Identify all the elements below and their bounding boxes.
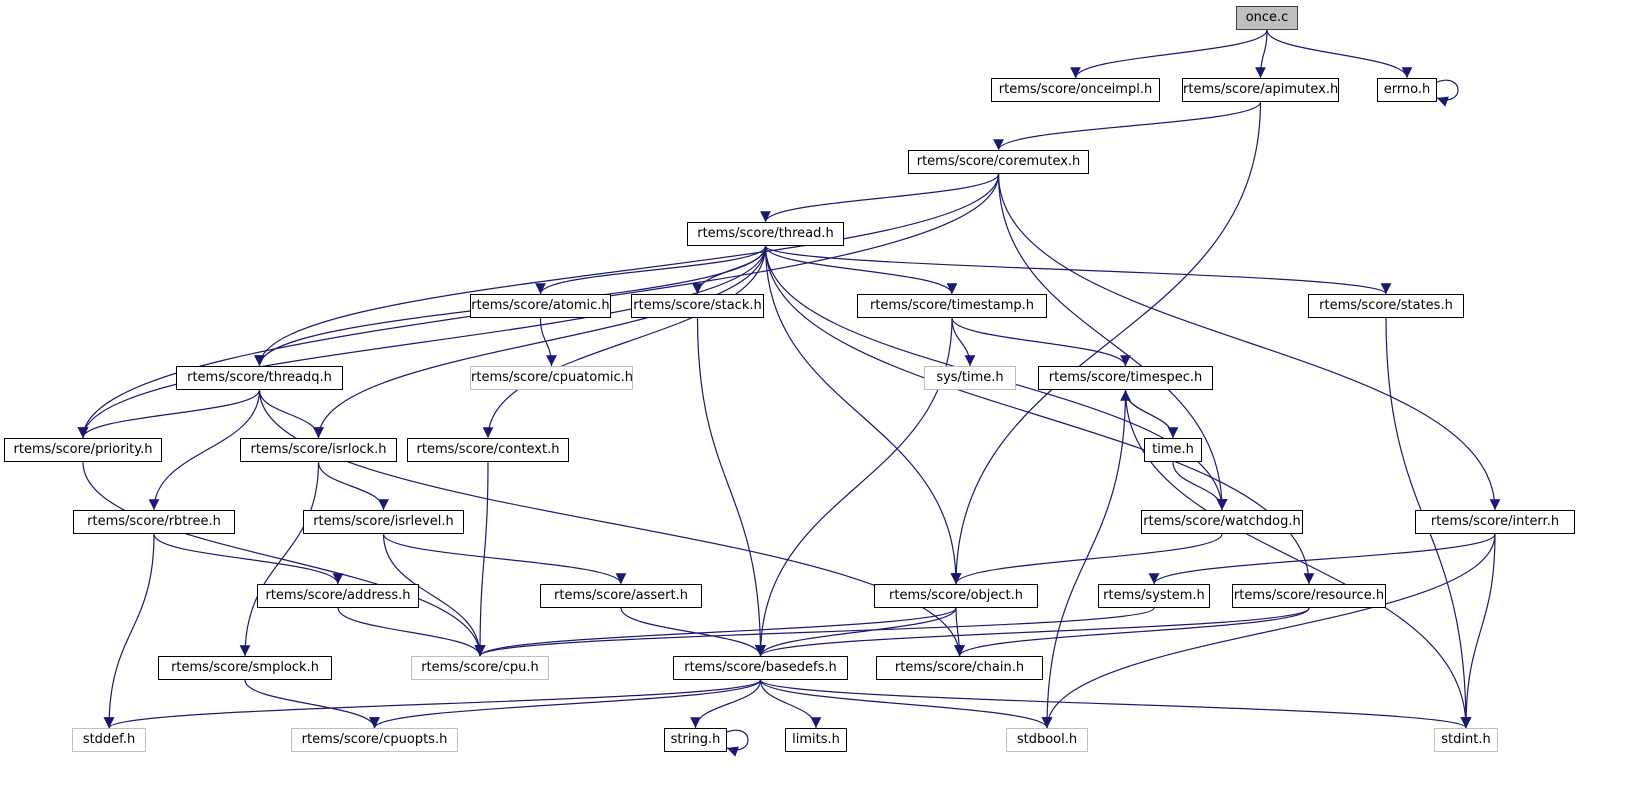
edge-system-to-cpu: [474, 607, 1155, 657]
node-stdbool-h: stdbool.h: [1006, 728, 1088, 752]
node-priority-h[interactable]: rtems/score/priority.h: [4, 438, 162, 462]
edge-timestamp-to-systime: [951, 317, 976, 367]
edge-smplock-to-cpuopts: [244, 679, 380, 729]
edge-coremutex-to-threadq: [254, 173, 1000, 367]
edge-context-to-cpu: [474, 461, 489, 657]
node-stack-h[interactable]: rtems/score/stack.h: [631, 294, 764, 318]
edge-once_c-to-errno: [1266, 29, 1413, 79]
edge-time-to-watchdog: [1172, 461, 1228, 511]
edge-object-to-basedefs: [755, 607, 957, 657]
edge-isrlock-to-smplock: [239, 461, 320, 657]
edge-atomic-to-cpuatomic: [539, 317, 557, 367]
edge-basedefs-to-stdint: [759, 679, 1472, 729]
node-cpuopts-h: rtems/score/cpuopts.h: [291, 728, 458, 752]
edge-once_c-to-apimutex: [1255, 29, 1268, 79]
edge-thread-to-atomic: [535, 245, 767, 295]
node-stddef-h: stddef.h: [72, 728, 146, 752]
edge-errno-to-errno: [1436, 79, 1459, 107]
node-context-h[interactable]: rtems/score/context.h: [407, 438, 569, 462]
node-stdint-h: stdint.h: [1434, 728, 1498, 752]
edge-thread-to-states: [764, 245, 1392, 295]
edge-basedefs-to-stdbool: [759, 679, 1053, 729]
node-thread-h[interactable]: rtems/score/thread.h: [687, 222, 844, 246]
node-interr-h[interactable]: rtems/score/interr.h: [1415, 510, 1575, 534]
edge-threadq-to-isrlock: [258, 389, 324, 439]
node-resource-h[interactable]: rtems/score/resource.h: [1232, 584, 1386, 608]
edge-coremutex-to-interr: [997, 173, 1501, 511]
node-threadq-h[interactable]: rtems/score/threadq.h: [176, 366, 343, 390]
edge-threadq-to-priority: [77, 389, 261, 439]
edge-thread-to-priority: [77, 245, 767, 439]
node-apimutex-h[interactable]: rtems/score/apimutex.h: [1182, 78, 1339, 102]
edge-object-to-cpu: [474, 607, 957, 657]
node-object-h[interactable]: rtems/score/object.h: [874, 584, 1038, 608]
edge-interr-to-stdint: [1460, 533, 1496, 729]
edge-basedefs-to-string: [690, 679, 762, 729]
node-timespec-h[interactable]: rtems/score/timespec.h: [1038, 366, 1213, 390]
node-sys-time-h: sys/time.h: [924, 366, 1016, 390]
edge-basedefs-to-cpuopts: [369, 679, 762, 729]
node-rbtree-h[interactable]: rtems/score/rbtree.h: [73, 510, 235, 534]
edge-interr-to-stdbool: [1041, 533, 1496, 729]
edge-address-to-cpu: [337, 607, 486, 657]
edge-apimutex-to-object: [950, 101, 1262, 585]
node-basedefs-h[interactable]: rtems/score/basedefs.h: [673, 656, 848, 680]
edge-resource-to-basedefs: [755, 607, 1310, 657]
edge-object-to-chain: [954, 607, 965, 657]
edge-threadq-to-rbtree: [148, 389, 261, 511]
node-atomic-h[interactable]: rtems/score/atomic.h: [470, 294, 611, 318]
node-once-c: once.c: [1236, 6, 1298, 30]
edge-isrlock-to-isrlevel: [317, 461, 389, 511]
node-errno-h[interactable]: errno.h: [1377, 78, 1437, 102]
edge-coremutex-to-watchdog: [997, 173, 1228, 511]
node-limits-h[interactable]: limits.h: [785, 728, 847, 752]
edge-watchdog-to-object: [950, 533, 1223, 585]
edge-once_c-to-onceimpl: [1070, 29, 1268, 79]
node-isrlock-h[interactable]: rtems/score/isrlock.h: [240, 438, 397, 462]
node-address-h[interactable]: rtems/score/address.h: [257, 584, 419, 608]
node-string-h[interactable]: string.h: [664, 728, 727, 752]
edge-basedefs-to-stddef: [103, 679, 762, 729]
edge-stack-to-basedefs: [696, 317, 766, 657]
edge-timestamp-to-timespec: [951, 317, 1131, 367]
node-watchdog-h[interactable]: rtems/score/watchdog.h: [1141, 510, 1303, 534]
edge-rbtree-to-address: [153, 533, 344, 585]
edge-coremutex-to-thread: [760, 173, 1000, 223]
node-states-h[interactable]: rtems/score/states.h: [1308, 294, 1464, 318]
edge-thread-to-timestamp: [764, 245, 958, 295]
node-chain-h[interactable]: rtems/score/chain.h: [876, 656, 1043, 680]
edge-string-to-string: [726, 729, 749, 757]
node-cpuatomic-h: rtems/score/cpuatomic.h: [470, 366, 633, 390]
edge-assert-to-basedefs: [620, 607, 766, 657]
node-timestamp-h[interactable]: rtems/score/timestamp.h: [857, 294, 1047, 318]
edge-basedefs-to-limits: [759, 679, 822, 729]
edge-interr-to-system: [1148, 533, 1496, 585]
edge-rbtree-to-stddef: [103, 533, 155, 729]
node-smplock-h[interactable]: rtems/score/smplock.h: [158, 656, 332, 680]
node-isrlevel-h[interactable]: rtems/score/isrlevel.h: [303, 510, 464, 534]
node-assert-h[interactable]: rtems/score/assert.h: [540, 584, 702, 608]
edge-thread-to-object: [764, 245, 962, 585]
edge-isrlevel-to-cpu: [382, 533, 486, 657]
node-coremutex-h[interactable]: rtems/score/coremutex.h: [908, 150, 1089, 174]
edge-isrlevel-to-assert: [382, 533, 627, 585]
edge-apimutex-to-coremutex: [993, 101, 1262, 151]
edge-thread-to-isrlock: [313, 245, 767, 439]
node-system-h[interactable]: rtems/system.h: [1098, 584, 1210, 608]
edge-time-to-timespec: [1120, 389, 1174, 439]
edge-resource-to-chain: [954, 607, 1310, 657]
node-time-h[interactable]: time.h: [1144, 438, 1202, 462]
node-cpu-h: rtems/score/cpu.h: [411, 656, 549, 680]
edge-thread-to-context: [482, 245, 767, 439]
node-onceimpl-h[interactable]: rtems/score/onceimpl.h: [991, 78, 1160, 102]
